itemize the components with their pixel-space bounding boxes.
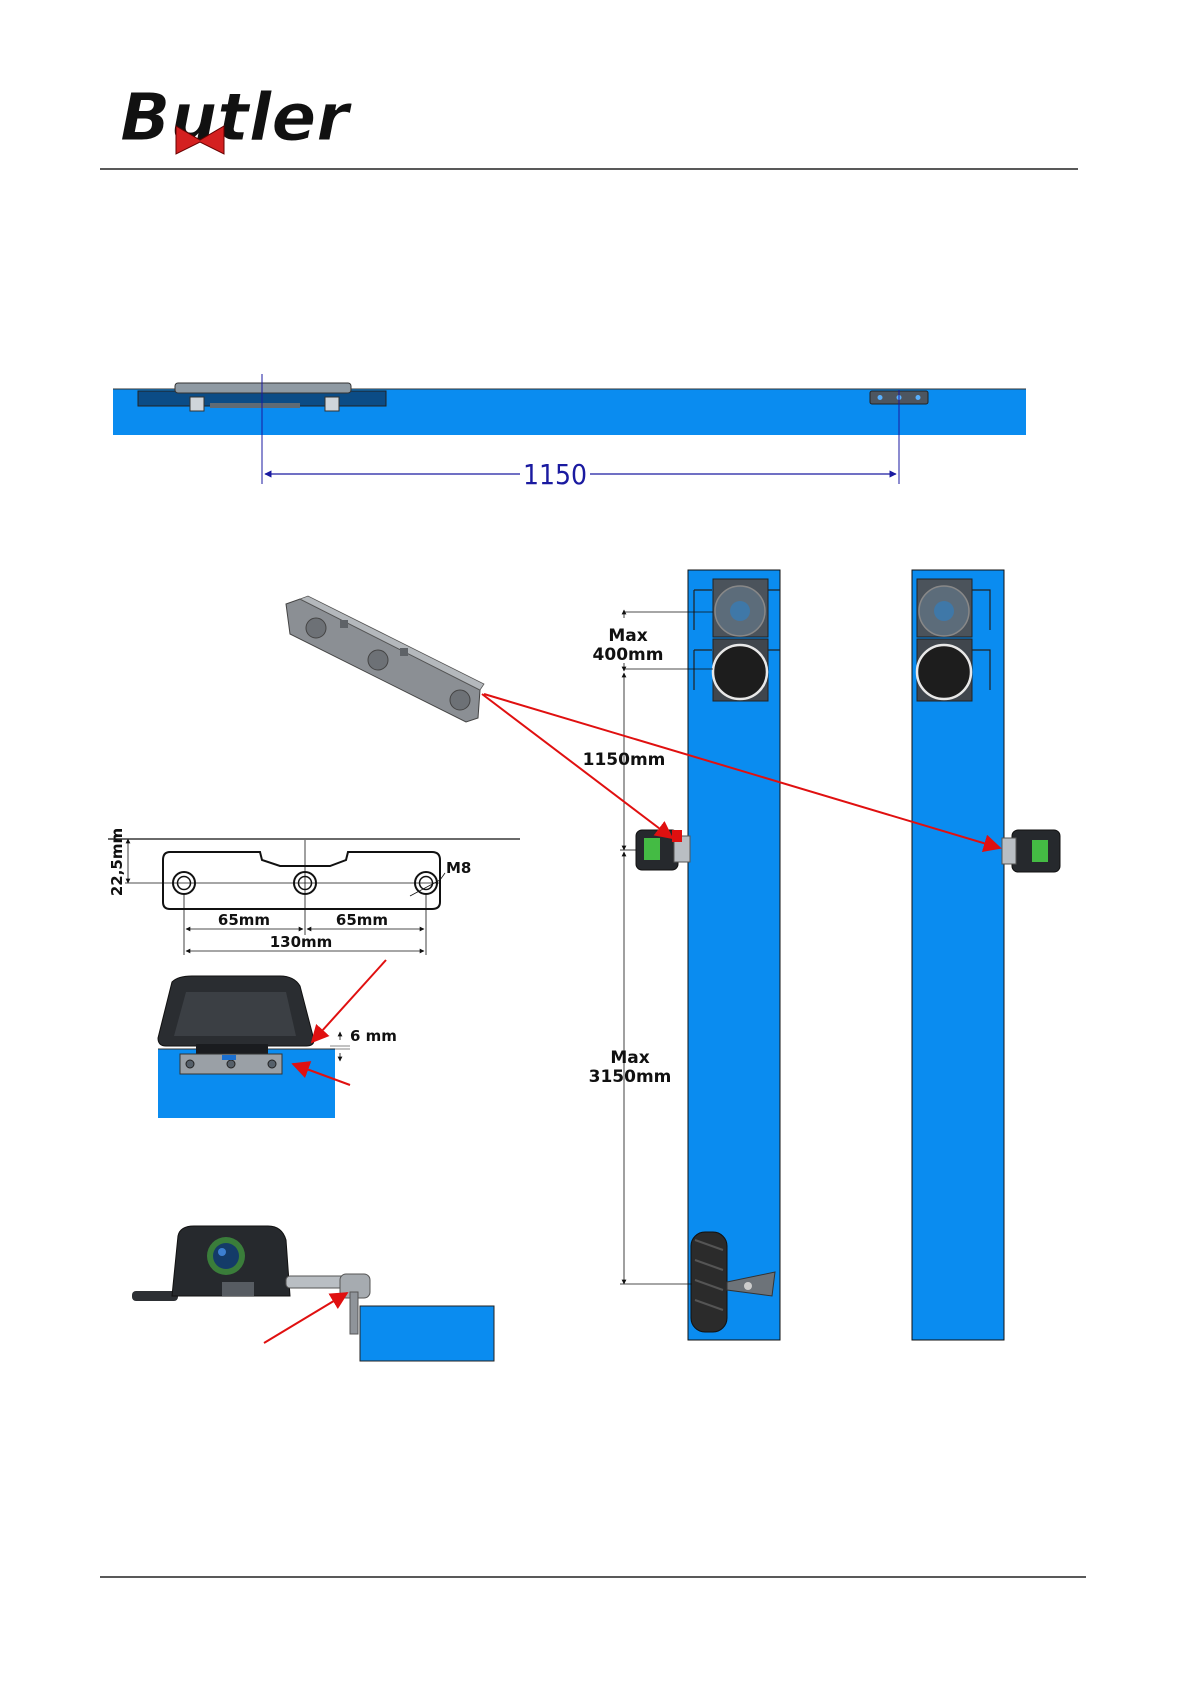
lift-runway-left: [636, 570, 780, 1340]
header-logo: Butler: [120, 79, 352, 156]
plate-spacing-left-label: 65mm: [218, 911, 270, 929]
logo-text: Butler: [120, 79, 352, 156]
lift-max-bottom-value: 3150mm: [589, 1067, 672, 1087]
mounting-plate-3d: [286, 596, 484, 722]
lift-max-top-label: Max: [608, 626, 647, 646]
arrow-to-bracket: [264, 1293, 347, 1343]
lift-mid-distance-label: 1150mm: [583, 750, 666, 770]
lift-max-bottom-label: Max: [610, 1048, 649, 1068]
gap-label: 6 mm: [350, 1027, 397, 1045]
sensor-gap-detail: [158, 976, 350, 1118]
sensor-side-detail: [132, 1226, 494, 1361]
plate-spacing-right-label: 65mm: [336, 911, 388, 929]
plate-hole-label: M8: [446, 859, 471, 877]
lift-max-top-value: 400mm: [593, 645, 664, 665]
plate-height-label: 22,5mm: [108, 828, 126, 896]
top-view-dimension-label: 1150: [523, 458, 587, 491]
plate-total-width-label: 130mm: [270, 933, 333, 951]
lift-runway-right: [912, 570, 1060, 1340]
